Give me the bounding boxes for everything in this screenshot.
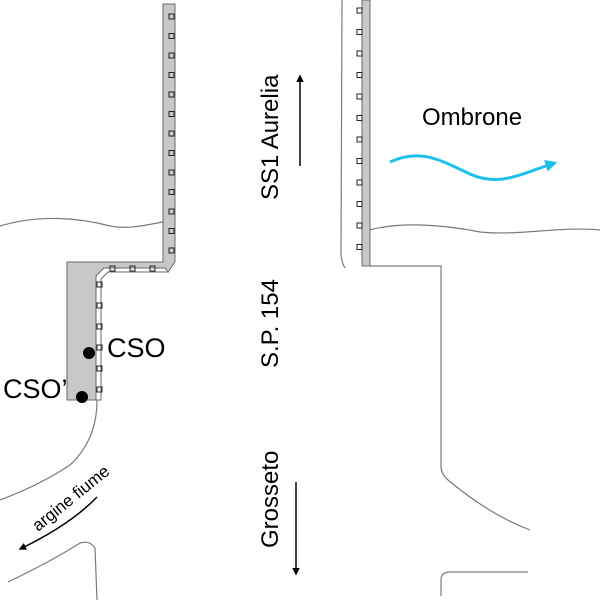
- wall-block: [356, 93, 363, 100]
- argine-fiume-arrow: [18, 496, 98, 550]
- wall-block: [96, 323, 103, 330]
- cso-prime-label: CSO’: [3, 374, 68, 404]
- wall-block: [356, 222, 363, 229]
- right-waterline: [368, 224, 600, 234]
- wall-block: [96, 386, 103, 393]
- wall-block: [168, 130, 175, 137]
- wall-block: [356, 29, 363, 35]
- wall-block: [168, 72, 175, 78]
- wall-block: [356, 158, 363, 164]
- ss1-aurelia-label: SS1 Aurelia: [257, 74, 284, 200]
- wall-block: [96, 365, 103, 372]
- wall-block: [129, 265, 136, 272]
- wall-block: [168, 33, 175, 39]
- ombrone-label: Ombrone: [422, 104, 522, 131]
- wall-block: [168, 169, 175, 176]
- left-wall-blocks: [96, 13, 175, 393]
- wall-block: [149, 265, 156, 272]
- sp154-label: S.P. 154: [257, 279, 284, 368]
- wall-block: [356, 244, 363, 250]
- wall-block: [96, 281, 103, 288]
- wall-block: [168, 208, 175, 215]
- right-embankment: [361, 0, 371, 267]
- left-bottom-outline: [7, 541, 98, 600]
- cso-point: [83, 347, 95, 359]
- cso-label: CSO: [107, 333, 166, 363]
- wall-block: [168, 91, 175, 98]
- wall-block: [356, 201, 363, 207]
- right-bottom-outline: [440, 571, 528, 596]
- right-parcel-outline: [370, 265, 531, 531]
- wall-block: [356, 179, 363, 186]
- wall-block: [96, 302, 103, 309]
- wall-block: [168, 13, 175, 20]
- cso-prime-point: [76, 391, 88, 403]
- wall-block: [168, 228, 175, 234]
- wall-block: [168, 189, 175, 195]
- wall-block: [109, 265, 116, 272]
- left-bank-curve: [0, 399, 98, 501]
- wall-block: [356, 50, 363, 57]
- wall-block: [356, 7, 363, 14]
- ombrone-flow-arrow: [389, 154, 558, 181]
- wall-block: [96, 344, 103, 351]
- wall-block: [168, 52, 175, 59]
- left-embankment: [66, 3, 176, 401]
- wall-block: [356, 72, 363, 78]
- argine-fiume-label: argine fiume: [29, 461, 114, 535]
- wall-block: [356, 115, 363, 121]
- road-edge-right-top: [340, 0, 346, 269]
- wall-block: [168, 247, 175, 254]
- wall-block: [168, 150, 175, 156]
- wall-block: [356, 136, 363, 143]
- wall-block: [168, 111, 175, 117]
- grosseto-label: Grosseto: [257, 451, 284, 548]
- right-wall-blocks: [356, 7, 363, 250]
- left-waterline: [0, 217, 164, 228]
